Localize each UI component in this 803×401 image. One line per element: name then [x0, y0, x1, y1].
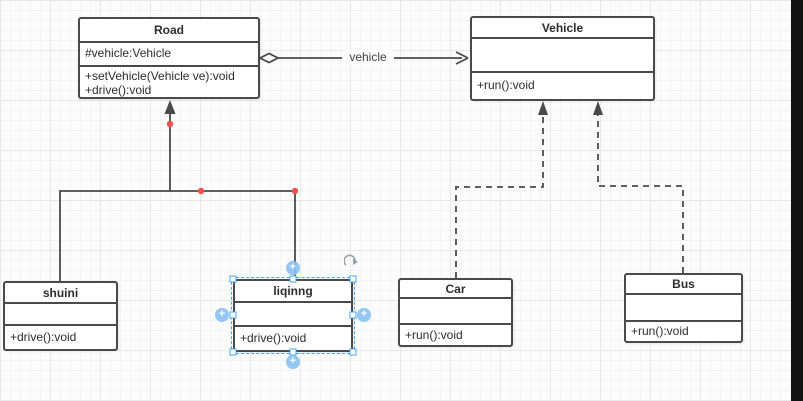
class-attribute: #vehicle:Vehicle: [85, 46, 172, 60]
filled-arrowhead-icon: [593, 101, 603, 115]
connection-point-top[interactable]: +: [286, 261, 300, 275]
filled-arrowhead-icon: [538, 101, 548, 115]
class-liqinng[interactable]: liqinng +drive():void: [233, 279, 353, 352]
edge-waypoint-dot[interactable]: [291, 187, 299, 195]
class-method: +run():void: [405, 328, 463, 342]
class-title: shuini: [42, 285, 79, 300]
class-title: liqinng: [273, 284, 313, 298]
class-method: +drive():void: [10, 330, 77, 344]
edge-realization-car-vehicle[interactable]: [455, 101, 548, 278]
class-bus[interactable]: Bus +run():void: [624, 273, 743, 343]
class-road[interactable]: Road #vehicle:Vehicle +setVehicle(Vehicl…: [78, 17, 260, 99]
resize-handle-nw[interactable]: [229, 275, 237, 283]
class-method: +setVehicle(Vehicle ve):void: [85, 69, 235, 83]
edge-label-vehicle[interactable]: vehicle: [342, 50, 394, 65]
class-method: +drive():void: [240, 331, 307, 345]
rotate-handle-icon[interactable]: [344, 254, 359, 268]
class-vehicle[interactable]: Vehicle +run():void: [470, 16, 655, 101]
resize-handle-e[interactable]: [349, 311, 357, 319]
edge-realization-bus-vehicle[interactable]: [593, 101, 684, 273]
class-method: +run():void: [631, 324, 689, 338]
plus-icon: +: [360, 308, 368, 320]
filled-arrowhead-icon: [164, 100, 176, 114]
class-shuini[interactable]: shuini +drive():void: [3, 281, 118, 351]
resize-handle-w[interactable]: [229, 311, 237, 319]
class-title: Vehicle: [541, 20, 584, 35]
connection-point-left[interactable]: +: [215, 308, 229, 322]
screen-edge-dark-strip: [791, 0, 803, 401]
open-arrowhead-icon: [455, 51, 469, 65]
aggregation-diamond-icon: [257, 52, 281, 64]
resize-handle-n[interactable]: [289, 275, 297, 283]
resize-handle-ne[interactable]: [349, 275, 357, 283]
edge-waypoint-dot[interactable]: [197, 187, 205, 195]
class-method: +drive():void: [85, 83, 152, 97]
class-title: Bus: [672, 277, 695, 291]
plus-icon: +: [289, 355, 297, 367]
connection-point-bottom[interactable]: +: [286, 355, 300, 369]
class-title: Car: [445, 281, 466, 296]
resize-handle-se[interactable]: [349, 348, 357, 356]
edge-waypoint-dot[interactable]: [166, 120, 174, 128]
edge-inheritance-to-road[interactable]: [59, 100, 299, 281]
plus-icon: +: [289, 261, 297, 273]
class-car[interactable]: Car +run():void: [398, 278, 513, 347]
plus-icon: +: [218, 308, 226, 320]
resize-handle-sw[interactable]: [229, 348, 237, 356]
class-method: +run():void: [477, 78, 535, 92]
connection-point-right[interactable]: +: [357, 308, 371, 322]
class-title: Road: [154, 23, 184, 37]
